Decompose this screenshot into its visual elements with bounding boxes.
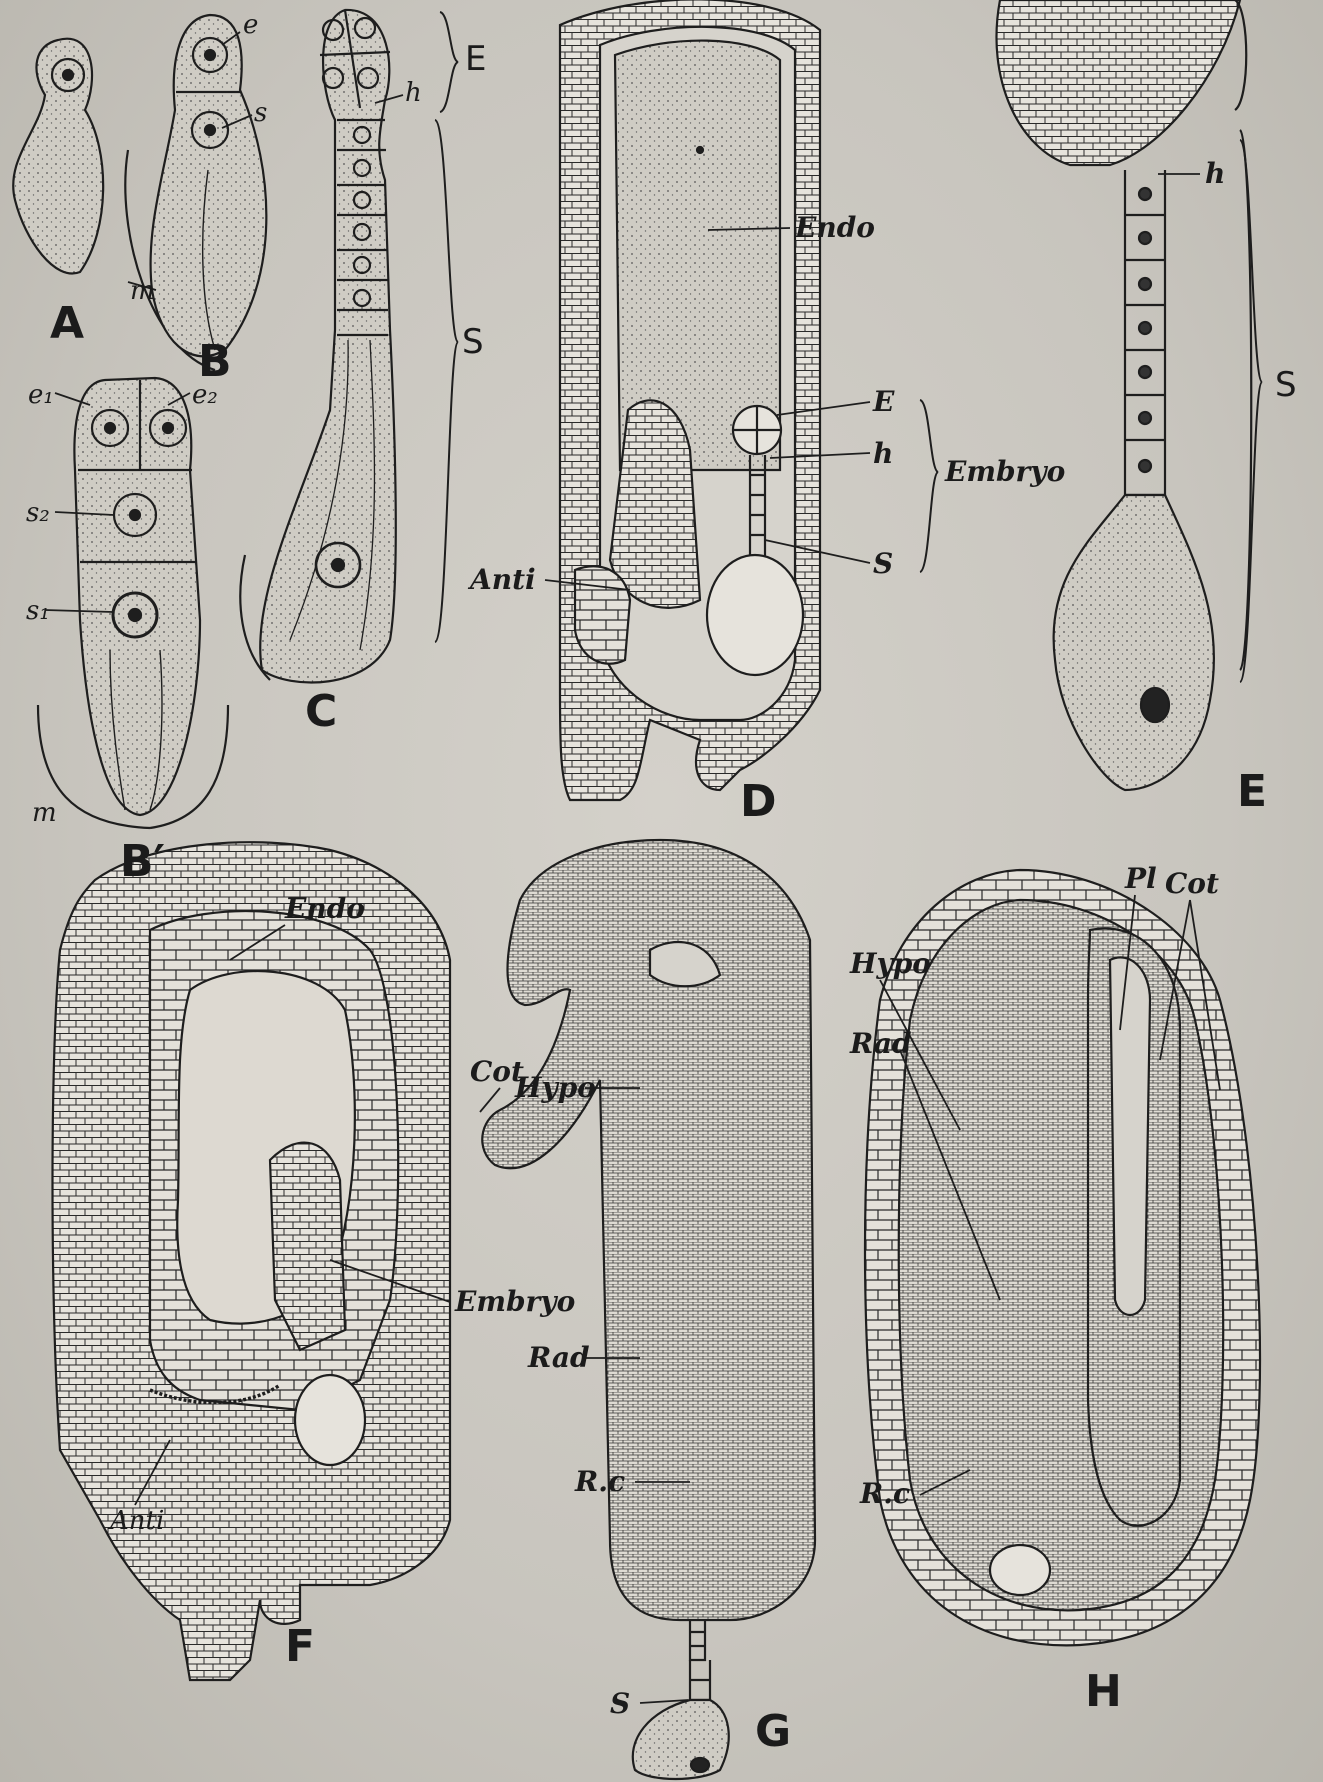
panel-label-c: C: [305, 690, 337, 734]
label-b-s: s: [254, 100, 267, 126]
label-c-E: E: [465, 42, 486, 76]
panel-b-proembryo: [125, 15, 266, 370]
label-d-embryo: Embryo: [945, 458, 1065, 486]
label-g-rad: Rad: [528, 1344, 590, 1372]
label-g-rc: R.c: [575, 1468, 625, 1496]
panel-label-f: F: [285, 1625, 315, 1669]
panel-f-ovule-section: [53, 842, 451, 1680]
panel-label-e: E: [1237, 770, 1267, 814]
label-d-anti: Anti: [470, 566, 536, 594]
label-h-rad: Rad: [850, 1030, 912, 1058]
panel-label-g: G: [755, 1710, 791, 1754]
panel-label-d: D: [740, 780, 777, 824]
label-h-hypo: Hypo: [850, 950, 931, 978]
label-g-hypo: Hypo: [515, 1074, 596, 1102]
label-h-pl: Pl: [1125, 865, 1157, 893]
label-h-rc: R.c: [860, 1480, 910, 1508]
label-f-endo: Endo: [285, 895, 365, 923]
panel-label-a: A: [50, 302, 84, 346]
panel-label-b: B: [198, 340, 232, 384]
label-c-S: S: [462, 325, 484, 359]
label-b-m: m: [130, 278, 155, 304]
label-b1-s1: s₁: [26, 598, 50, 624]
label-c-h: h: [405, 80, 422, 106]
label-d-h: h: [873, 440, 893, 468]
label-b-e: e: [243, 12, 258, 38]
label-f-anti: Anti: [110, 1508, 164, 1534]
panel-d-ovule-section: [560, 0, 820, 800]
label-e-h: h: [1205, 160, 1225, 188]
panel-h-seed-section: [865, 870, 1260, 1645]
panel-b-prime-proembryo: [38, 378, 228, 828]
label-d-E: E: [873, 388, 894, 416]
label-b1-s2: s₂: [26, 500, 50, 526]
label-d-S: S: [873, 550, 893, 578]
panel-e-embryo: [996, 0, 1251, 790]
panel-label-h: H: [1085, 1670, 1122, 1714]
label-g-s: S: [610, 1690, 630, 1718]
panel-a-cell: [13, 39, 103, 274]
label-b1-e1: e₁: [28, 382, 54, 408]
label-b1-m: m: [32, 800, 57, 826]
label-f-embryo: Embryo: [455, 1288, 575, 1316]
panel-label-b-prime: B′: [120, 840, 165, 884]
label-b1-e2: e₂: [192, 382, 218, 408]
label-e-S: S: [1275, 368, 1297, 402]
label-d-endo: Endo: [795, 214, 875, 242]
label-h-cot: Cot: [1165, 870, 1219, 898]
